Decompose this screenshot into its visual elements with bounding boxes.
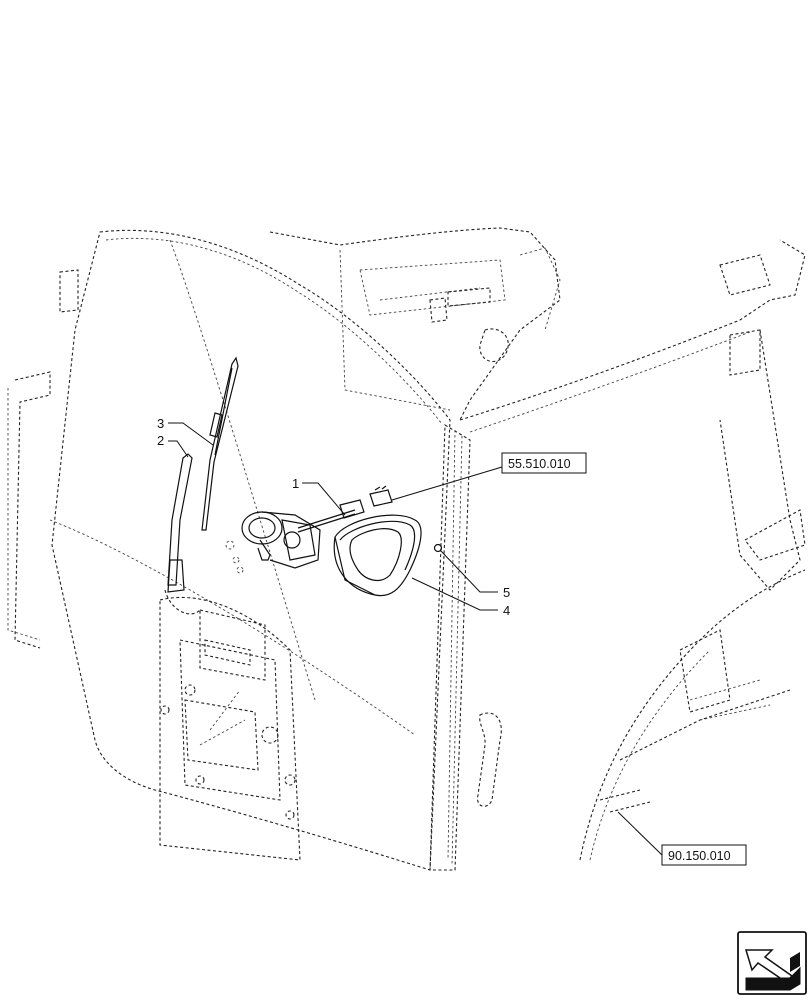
wiper-blade	[201, 356, 239, 531]
callouts: 3 2 1 5 4	[157, 416, 510, 618]
callout-2: 2	[157, 433, 164, 448]
reference-label-top[interactable]: 55.510.010	[508, 457, 571, 471]
wiper-arm	[164, 453, 201, 615]
callout-5: 5	[503, 585, 510, 600]
motor-cover	[333, 514, 422, 597]
navigation-arrow-icon[interactable]	[737, 931, 807, 995]
rear-lower-panel	[159, 596, 301, 861]
callout-1: 1	[292, 476, 299, 491]
reference-label-bottom[interactable]: 90.150.010	[668, 849, 731, 863]
wiper-motor	[225, 485, 393, 574]
reference-box-bottom[interactable]: 90.150.010	[661, 844, 747, 866]
reference-box-top[interactable]: 55.510.010	[501, 452, 587, 474]
screw	[433, 543, 443, 553]
callout-3: 3	[157, 416, 164, 431]
leader-lines	[168, 422, 663, 856]
callout-4: 4	[503, 603, 510, 618]
cab-outline	[7, 227, 806, 871]
